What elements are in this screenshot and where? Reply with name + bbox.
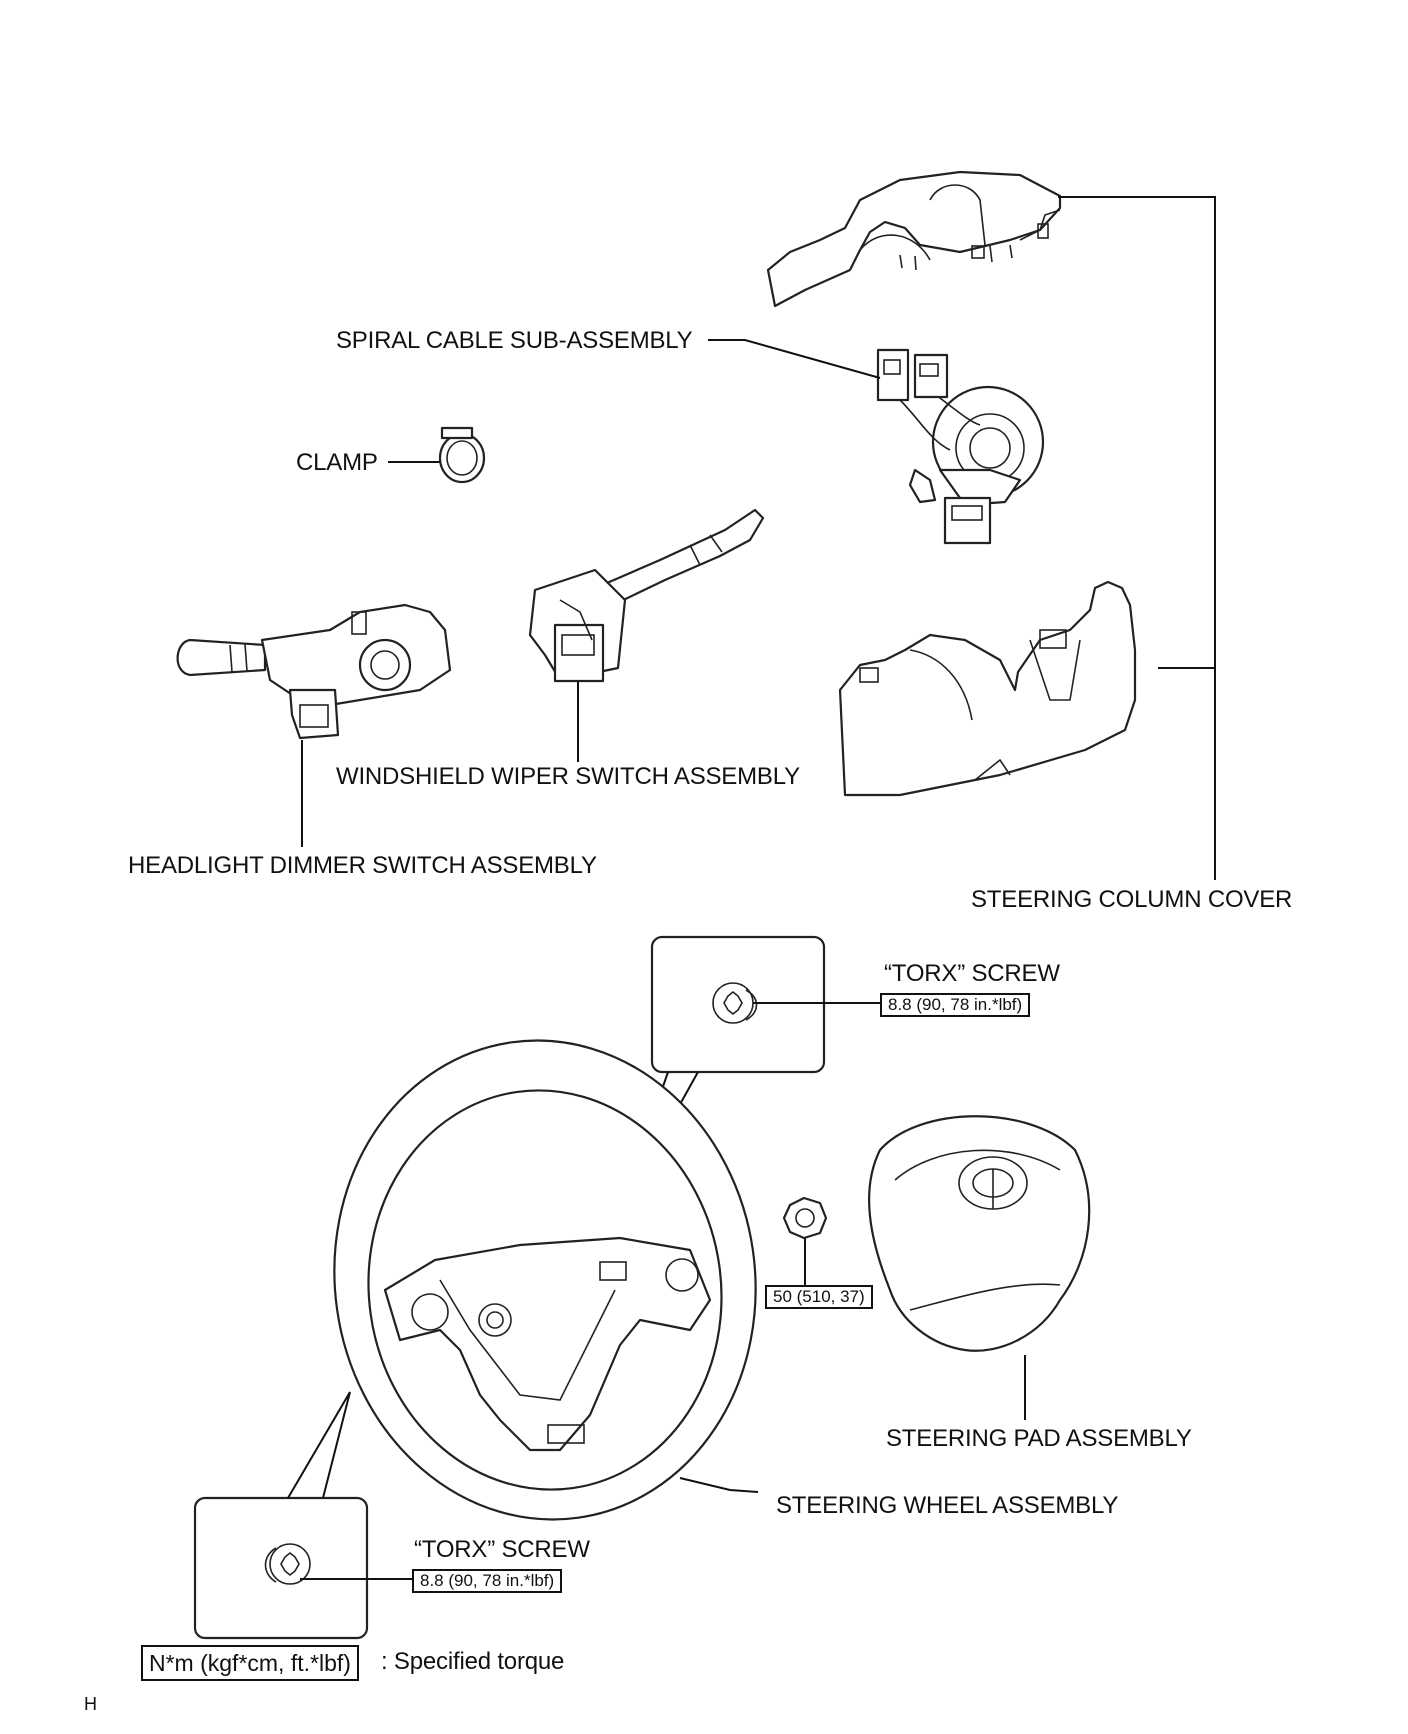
wiper-switch-label: WINDSHIELD WIPER SWITCH ASSEMBLY [336,763,800,790]
steering-pad-label: STEERING PAD ASSEMBLY [886,1425,1192,1452]
torx-bottom-callout [287,1391,351,1499]
clamp-part [438,426,486,484]
wiper-switch-part [528,508,765,683]
lower-column-cover [838,580,1137,797]
torx-top-label: “TORX” SCREW [884,960,1060,987]
footer-code: H [84,1694,97,1714]
nut-part [782,1196,828,1240]
torx-top-torque: 8.8 (90, 78 in.*lbf) [880,993,1031,1017]
torx-bottom-label: “TORX” SCREW [414,1536,590,1563]
torque-legend-text: : Specified torque [381,1648,565,1675]
headlight-switch-label: HEADLIGHT DIMMER SWITCH ASSEMBLY [128,852,597,879]
upper-column-cover [766,170,1062,308]
spiral-cable-part [876,348,1045,545]
clamp-label: CLAMP [296,449,378,476]
headlight-switch-part [176,603,452,740]
torx-detail-bottom [193,1496,369,1640]
spiral-cable-label: SPIRAL CABLE SUB-ASSEMBLY [336,327,693,354]
steering-wheel-label: STEERING WHEEL ASSEMBLY [776,1492,1119,1519]
column-cover-label: STEERING COLUMN COVER [971,886,1293,913]
torx-bottom-torque: 8.8 (90, 78 in.*lbf) [412,1569,563,1593]
steering-wheel-leader [679,1477,759,1493]
steering-pad-part [867,1115,1091,1352]
steering-wheel-part [333,1039,757,1521]
nut-torque: 50 (510, 37) [765,1285,873,1309]
spiral-cable-leader [708,339,881,379]
column-cover-bracket [1058,196,1216,880]
torque-legend-box: N*m (kgf*cm, ft.*lbf) [141,1645,359,1681]
torx-detail-top [650,935,826,1074]
